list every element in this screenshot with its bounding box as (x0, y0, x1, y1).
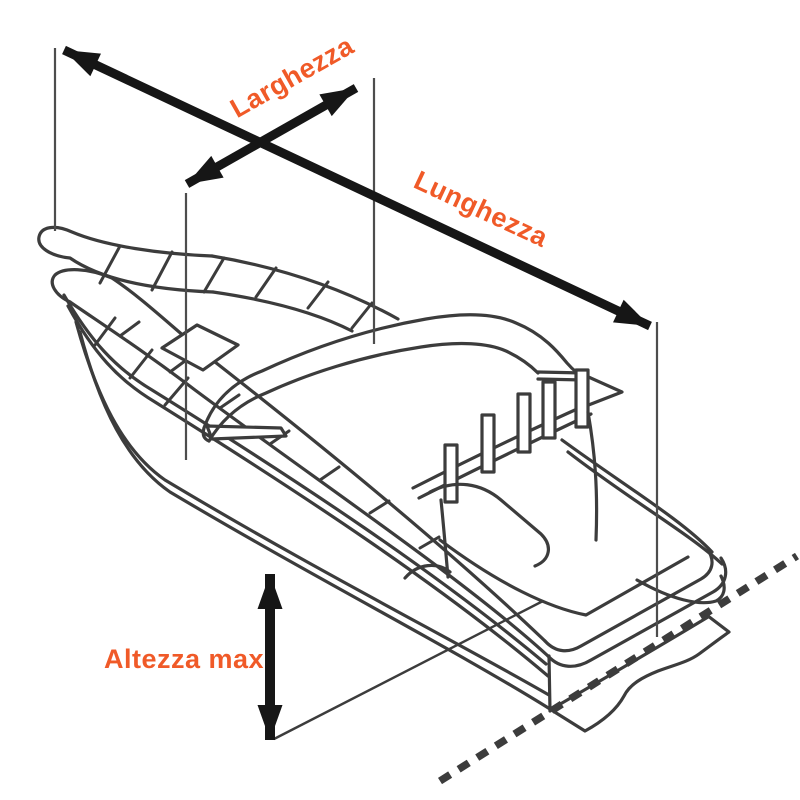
extension-lines (53, 48, 659, 637)
transom-face (635, 574, 726, 605)
hand-rail-line-1 (411, 403, 588, 490)
length-arrow (62, 45, 652, 331)
railing-post-4 (541, 380, 557, 440)
far-gunwale-outer (566, 450, 724, 566)
hull-chine-line-1 (62, 293, 548, 666)
length-label: Lunghezza (409, 165, 553, 253)
cockpit-floor-line (438, 538, 690, 617)
near-sheer-line (110, 276, 547, 643)
windshield-tip (201, 426, 211, 443)
transom-near-edge (547, 654, 552, 713)
waterline-dotted-line (438, 552, 799, 785)
windshield-inner (207, 341, 540, 443)
stern-gunwale-outer (546, 556, 728, 668)
stern-gunwale-inner (543, 548, 714, 653)
far-rubrail-lower-edge (211, 290, 354, 333)
hull-chine-line-2 (66, 304, 550, 678)
width-label: Larghezza (225, 30, 359, 124)
deck-grab-rail (205, 424, 288, 441)
bench-seat (428, 482, 550, 568)
far-rubrail-upper-edge (210, 254, 400, 321)
cockpit-panel-edge (586, 410, 599, 542)
railing-post-1 (443, 443, 459, 504)
near-rubrail-line (68, 300, 550, 658)
deck-hatch-diamond (160, 323, 240, 372)
hull-keel-line-1 (74, 320, 551, 697)
railing-post-3 (516, 392, 532, 454)
railing-post-2 (480, 413, 496, 474)
hull-keel-line-2 (78, 330, 552, 711)
height-label: Altezza max (104, 644, 264, 674)
bow-hook-near (50, 268, 114, 304)
far-gunwale-inner (560, 438, 714, 554)
keel-baseline-line (273, 599, 544, 741)
width-arrow (184, 84, 359, 188)
seat-edge-line (439, 498, 450, 579)
swim-platform (551, 614, 731, 733)
railing-post-5 (574, 368, 590, 429)
console-curve (403, 563, 452, 580)
dimension-arrows (62, 45, 652, 740)
